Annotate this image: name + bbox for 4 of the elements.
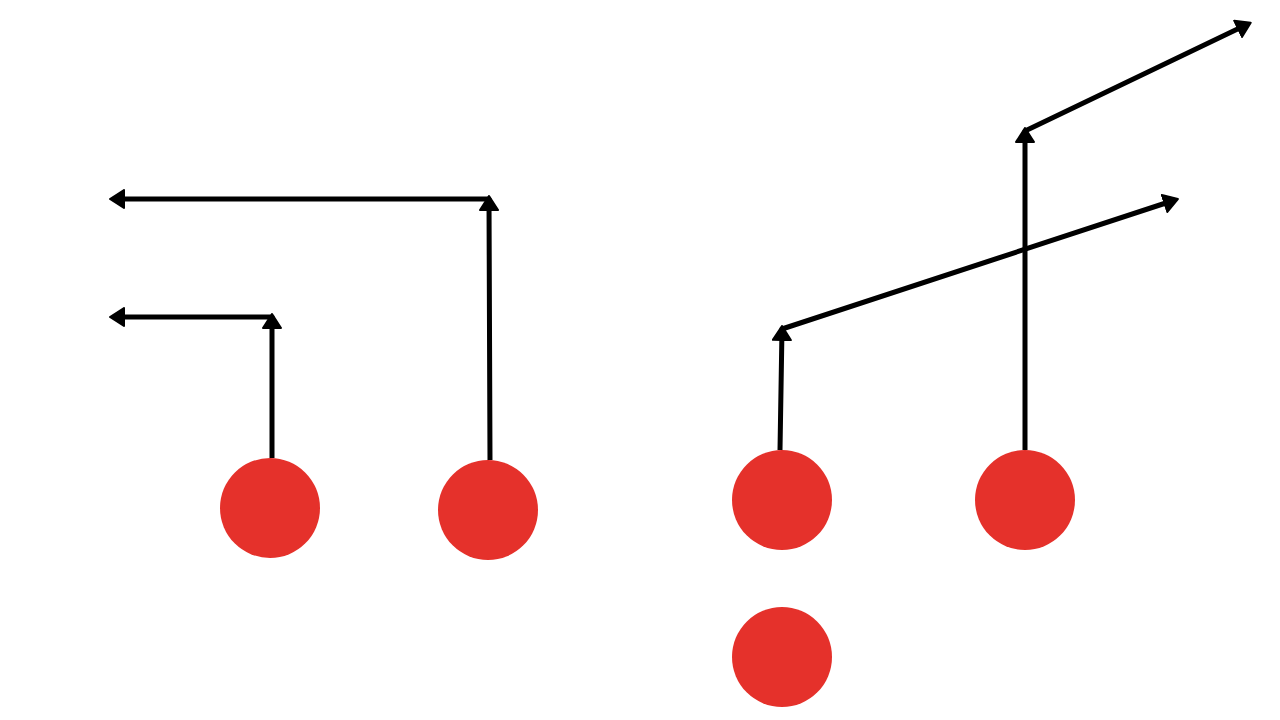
route-arrow [109, 189, 499, 461]
route-arrow [772, 194, 1179, 451]
route-arrow [109, 307, 282, 459]
route-arrow [1015, 19, 1252, 450]
